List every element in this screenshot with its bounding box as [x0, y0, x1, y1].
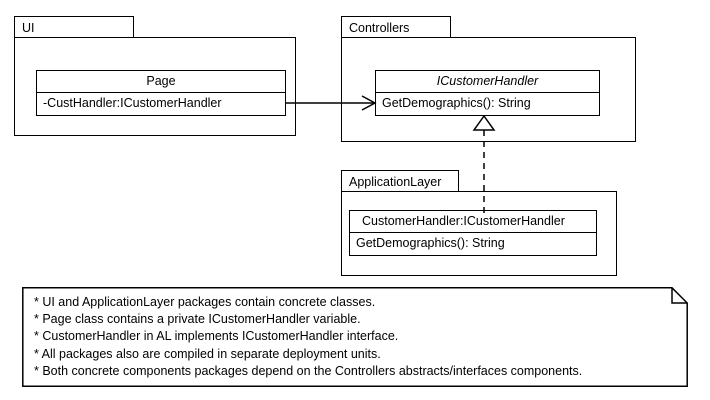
note-shape: [22, 287, 688, 387]
note-line: * UI and ApplicationLayer packages conta…: [34, 295, 376, 309]
note-line: * CustomerHandler in AL implements ICust…: [34, 329, 399, 344]
note-line: * Both concrete components packages depe…: [34, 363, 583, 378]
class-page-name: Page: [37, 71, 285, 93]
interface-icustomerhandler-operation: GetDemographics(): String: [382, 96, 531, 110]
class-customerhandler-operation: GetDemographics(): String: [356, 236, 505, 250]
note-line: * Page class contains a private ICustome…: [34, 312, 361, 327]
class-page[interactable]: Page -CustHandler:ICustomerHandler: [36, 70, 286, 116]
note-line: * All packages also are compiled in sepa…: [34, 346, 381, 361]
interface-icustomerhandler-name: ICustomerHandler: [376, 71, 599, 93]
diagram-note[interactable]: * UI and ApplicationLayer packages conta…: [22, 287, 688, 387]
package-applicationlayer-label: ApplicationLayer: [349, 175, 442, 189]
package-controllers-tab: Controllers: [341, 16, 451, 38]
interface-icustomerhandler[interactable]: ICustomerHandler GetDemographics(): Stri…: [375, 70, 600, 116]
package-controllers-label: Controllers: [349, 21, 410, 35]
note-text-block: * UI and ApplicationLayer packages conta…: [22, 287, 582, 380]
package-ui-label: UI: [22, 21, 35, 35]
package-ui-tab: UI: [14, 16, 134, 38]
class-page-attribute: -CustHandler:ICustomerHandler: [43, 96, 222, 110]
class-customerhandler[interactable]: CustomerHandler:ICustomerHandler GetDemo…: [349, 210, 597, 256]
package-applicationlayer-tab: ApplicationLayer: [341, 170, 459, 192]
class-customerhandler-name: CustomerHandler:ICustomerHandler: [350, 211, 596, 233]
